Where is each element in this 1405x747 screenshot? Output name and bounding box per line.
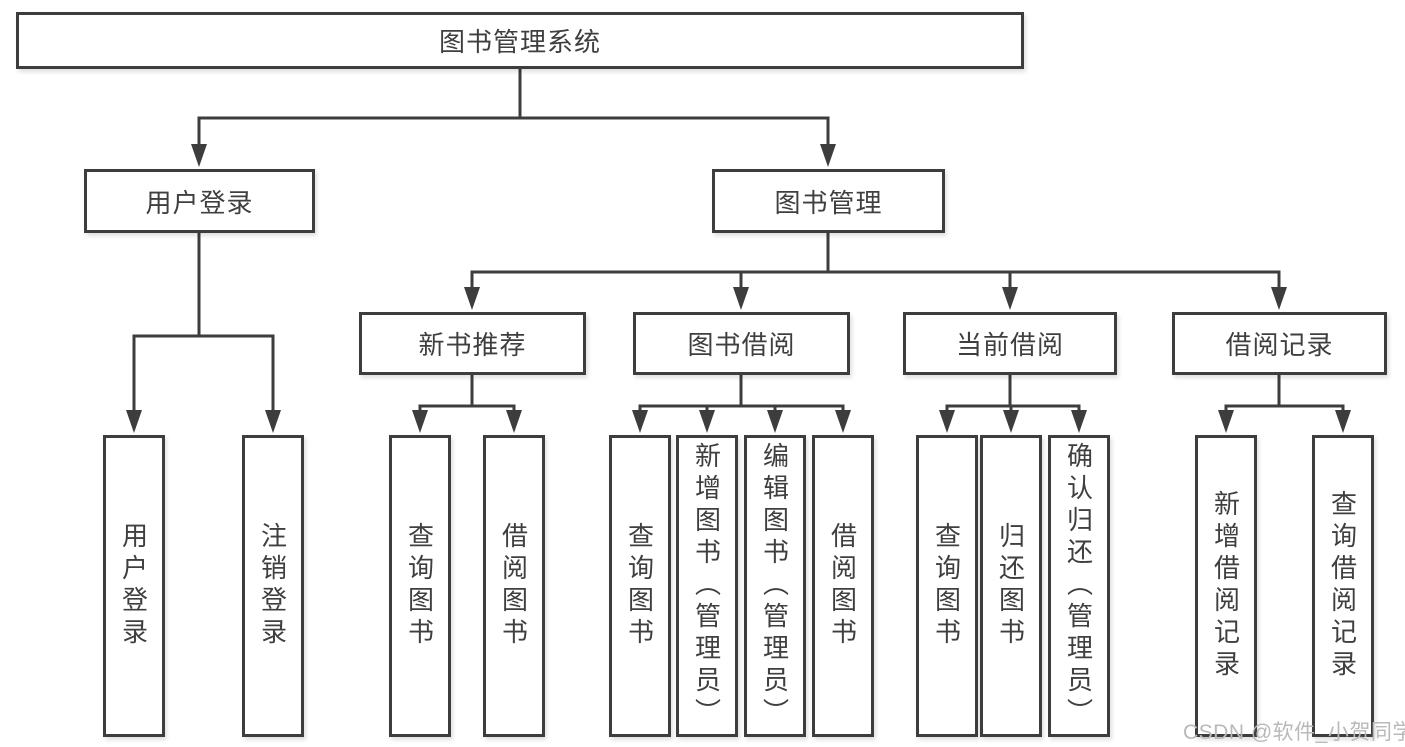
node-borrowing-records: 借阅记录 [1172,312,1387,375]
connector-borrowing-records-children [1218,375,1351,433]
csdn-watermark: CSDN @软件_小贺同学 [1183,721,1405,744]
connector-root-to-level2 [191,69,836,167]
node-current-borrowing: 当前借阅 [903,312,1117,375]
node-new-book-recommendation: 新书推荐 [359,312,586,375]
leaf-query-books-recommendation: 查询图书 [389,435,451,737]
leaf-confirm-return-admin: 确认归还（管理员） [1048,435,1110,737]
leaf-query-books-borrowing: 查询图书 [609,435,671,737]
leaf-user-login: 用户登录 [103,435,165,737]
leaf-logout: 注销登录 [242,435,304,737]
connector-book-borrowing-children [632,374,851,433]
leaf-add-book-admin: 新增图书（管理员） [676,435,738,737]
leaf-query-borrow-record: 查询借阅记录 [1312,435,1374,737]
connector-user-login-children [126,233,281,433]
node-user-login: 用户登录 [84,169,315,233]
leaf-borrow-books-recommendation: 借阅图书 [483,435,545,737]
leaf-return-books: 归还图书 [980,435,1042,737]
leaf-borrow-books-borrowing: 借阅图书 [812,435,874,737]
leaf-add-borrow-record: 新增借阅记录 [1195,435,1257,737]
connector-new-book-recommendation-children [412,375,522,433]
node-book-borrowing: 图书借阅 [633,312,850,375]
leaf-query-books-current: 查询图书 [916,435,978,737]
connector-current-borrowing-children [939,375,1087,433]
node-book-management: 图书管理 [712,169,945,233]
node-library-management-system: 图书管理系统 [16,12,1024,69]
connector-book-management-children [464,233,1287,310]
leaf-edit-book-admin: 编辑图书（管理员） [744,435,806,737]
